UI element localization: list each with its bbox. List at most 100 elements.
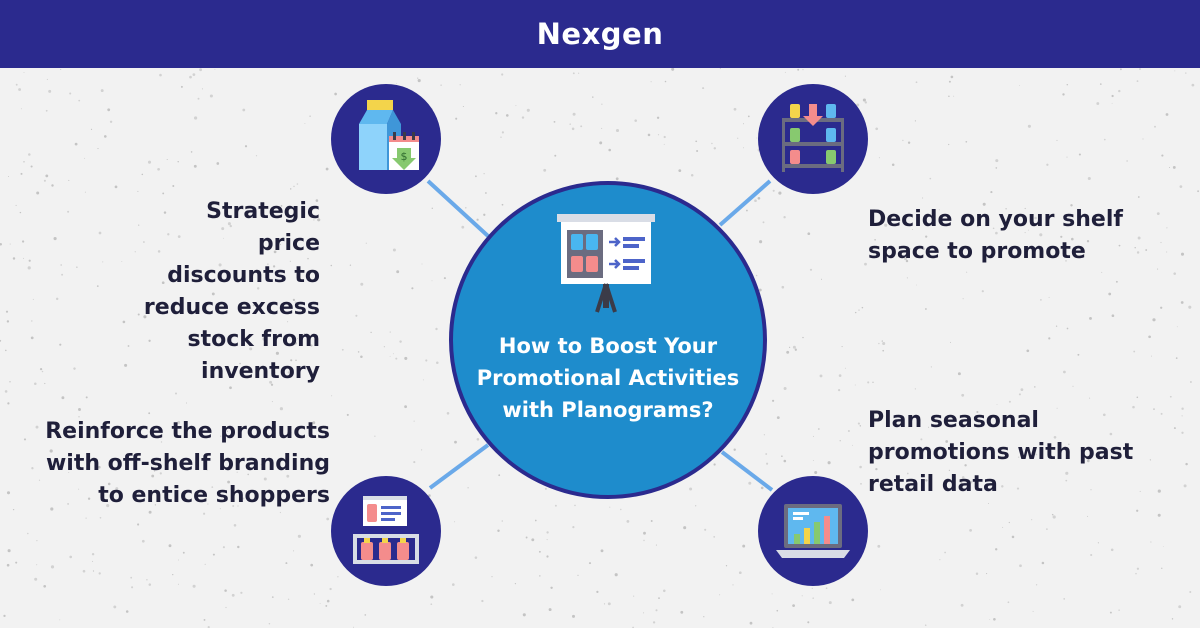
speckle-dot (882, 349, 885, 352)
speckle-dot (475, 175, 477, 178)
speckle-dot (495, 112, 498, 115)
speckle-dot (522, 613, 526, 617)
speckle-dot (23, 72, 25, 73)
point-label-top-left: Strategic price discounts to reduce exce… (143, 199, 320, 384)
speckle-dot (738, 571, 742, 575)
speckle-dot (1070, 204, 1073, 207)
speckle-dot (247, 312, 250, 314)
speckle-dot (1174, 70, 1176, 72)
speckle-dot (325, 167, 329, 171)
speckle-dot (279, 407, 283, 411)
speckle-dot (580, 125, 583, 128)
speckle-dot (981, 290, 984, 293)
speckle-dot (1066, 83, 1069, 86)
speckle-dot (678, 169, 682, 173)
speckle-dot (36, 564, 38, 566)
speckle-dot (317, 218, 321, 222)
speckle-dot (960, 603, 964, 607)
speckle-dot (38, 479, 41, 481)
speckle-dot (797, 68, 800, 71)
speckle-dot (938, 209, 940, 211)
speckle-dot (184, 498, 188, 502)
speckle-dot (711, 142, 713, 145)
speckle-dot (430, 603, 433, 606)
speckle-dot (1173, 272, 1176, 275)
speckle-dot (864, 262, 867, 266)
speckle-dot (1175, 357, 1178, 359)
speckle-dot (515, 105, 517, 107)
speckle-dot (290, 431, 292, 434)
speckle-dot (160, 441, 163, 443)
speckle-dot (9, 243, 11, 245)
speckle-dot (295, 359, 297, 361)
speckle-dot (1090, 489, 1092, 491)
speckle-dot (303, 332, 305, 335)
speckle-dot (124, 363, 128, 367)
speckle-dot (1181, 407, 1184, 410)
speckle-dot (929, 177, 932, 180)
speckle-dot (844, 75, 846, 77)
speckle-dot (143, 315, 147, 319)
speckle-dot (19, 211, 22, 214)
speckle-dot (1096, 102, 1100, 105)
speckle-dot (103, 135, 107, 138)
speckle-dot (704, 528, 707, 531)
speckle-dot (990, 191, 993, 194)
speckle-dot (915, 81, 918, 84)
speckle-dot (762, 221, 765, 224)
speckle-dot (1005, 208, 1007, 210)
speckle-dot (1089, 316, 1092, 320)
laptop-chart-icon (776, 504, 850, 558)
speckle-dot (5, 310, 9, 313)
speckle-dot (194, 116, 198, 120)
speckle-dot (915, 284, 917, 286)
speckle-dot (203, 618, 206, 621)
speckle-dot (1007, 601, 1010, 604)
speckle-dot (44, 382, 46, 385)
speckle-dot (601, 103, 603, 105)
speckle-dot (395, 357, 398, 360)
speckle-dot (242, 497, 245, 500)
speckle-dot (337, 576, 339, 578)
speckle-dot (307, 257, 309, 260)
shelf-space-icon (782, 104, 844, 172)
speckle-dot (837, 388, 841, 392)
speckle-dot (1157, 268, 1159, 270)
speckle-dot (607, 602, 611, 606)
speckle-dot (121, 261, 123, 263)
speckle-dot (334, 92, 337, 96)
speckle-dot (435, 327, 438, 331)
speckle-dot (719, 67, 722, 70)
speckle-dot (199, 68, 203, 72)
speckle-dot (531, 538, 535, 542)
speckle-dot (854, 384, 856, 386)
speckle-dot (819, 374, 823, 378)
speckle-dot (948, 143, 950, 146)
speckle-dot (125, 610, 129, 613)
speckle-dot (814, 471, 818, 474)
speckle-dot (776, 416, 780, 419)
speckle-dot (757, 196, 761, 200)
speckle-dot (1056, 407, 1058, 409)
speckle-dot (1103, 138, 1106, 141)
speckle-dot (1008, 400, 1011, 403)
speckle-dot (904, 257, 908, 261)
speckle-dot (273, 250, 277, 254)
speckle-dot (1185, 462, 1188, 466)
speckle-dot (783, 216, 786, 219)
speckle-dot (881, 340, 883, 342)
speckle-dot (39, 367, 43, 371)
speckle-dot (663, 143, 665, 145)
speckle-dot (287, 598, 290, 600)
speckle-dot (15, 83, 18, 86)
speckle-dot (61, 273, 64, 276)
speckle-dot (1132, 405, 1135, 409)
speckle-dot (341, 348, 344, 351)
speckle-dot (322, 495, 326, 499)
speckle-dot (315, 199, 319, 202)
speckle-dot (374, 435, 376, 437)
speckle-dot (167, 460, 169, 462)
speckle-dot (34, 382, 37, 385)
speckle-dot (526, 108, 530, 112)
speckle-dot (310, 344, 313, 347)
